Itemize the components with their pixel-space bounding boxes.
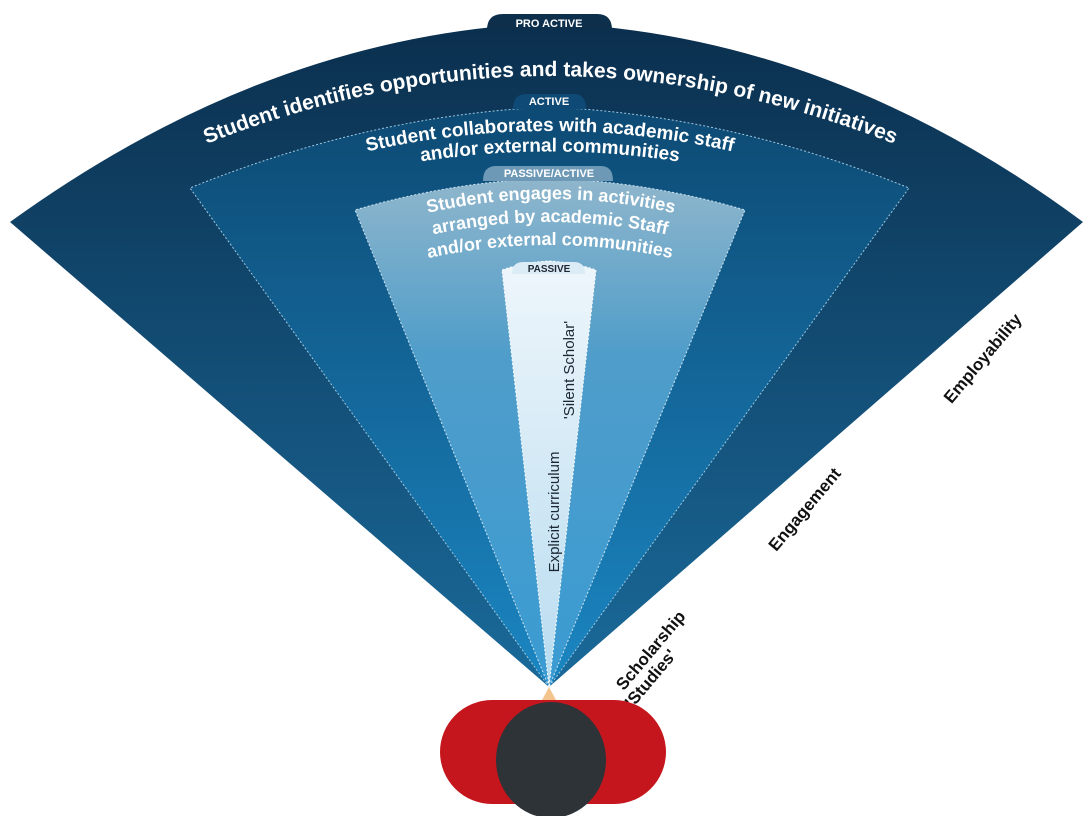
eye-icon bbox=[440, 700, 666, 816]
pro-active-tab: PRO ACTIVE bbox=[487, 14, 612, 30]
passive-tab: PASSIVE bbox=[512, 262, 585, 275]
silent-scholar-label: 'Silent Scholar' bbox=[561, 321, 578, 419]
svg-text:PASSIVE/ACTIVE: PASSIVE/ACTIVE bbox=[504, 168, 594, 180]
svg-text:ACTIVE: ACTIVE bbox=[529, 96, 569, 108]
active-tab: ACTIVE bbox=[513, 94, 586, 109]
passive-band bbox=[501, 260, 597, 688]
passive-active-tab: PASSIVE/ACTIVE bbox=[483, 166, 613, 181]
explicit-curriculum-label: Explicit curriculum bbox=[546, 452, 563, 573]
svg-text:PASSIVE: PASSIVE bbox=[528, 264, 571, 275]
svg-text:PRO ACTIVE: PRO ACTIVE bbox=[516, 18, 583, 30]
